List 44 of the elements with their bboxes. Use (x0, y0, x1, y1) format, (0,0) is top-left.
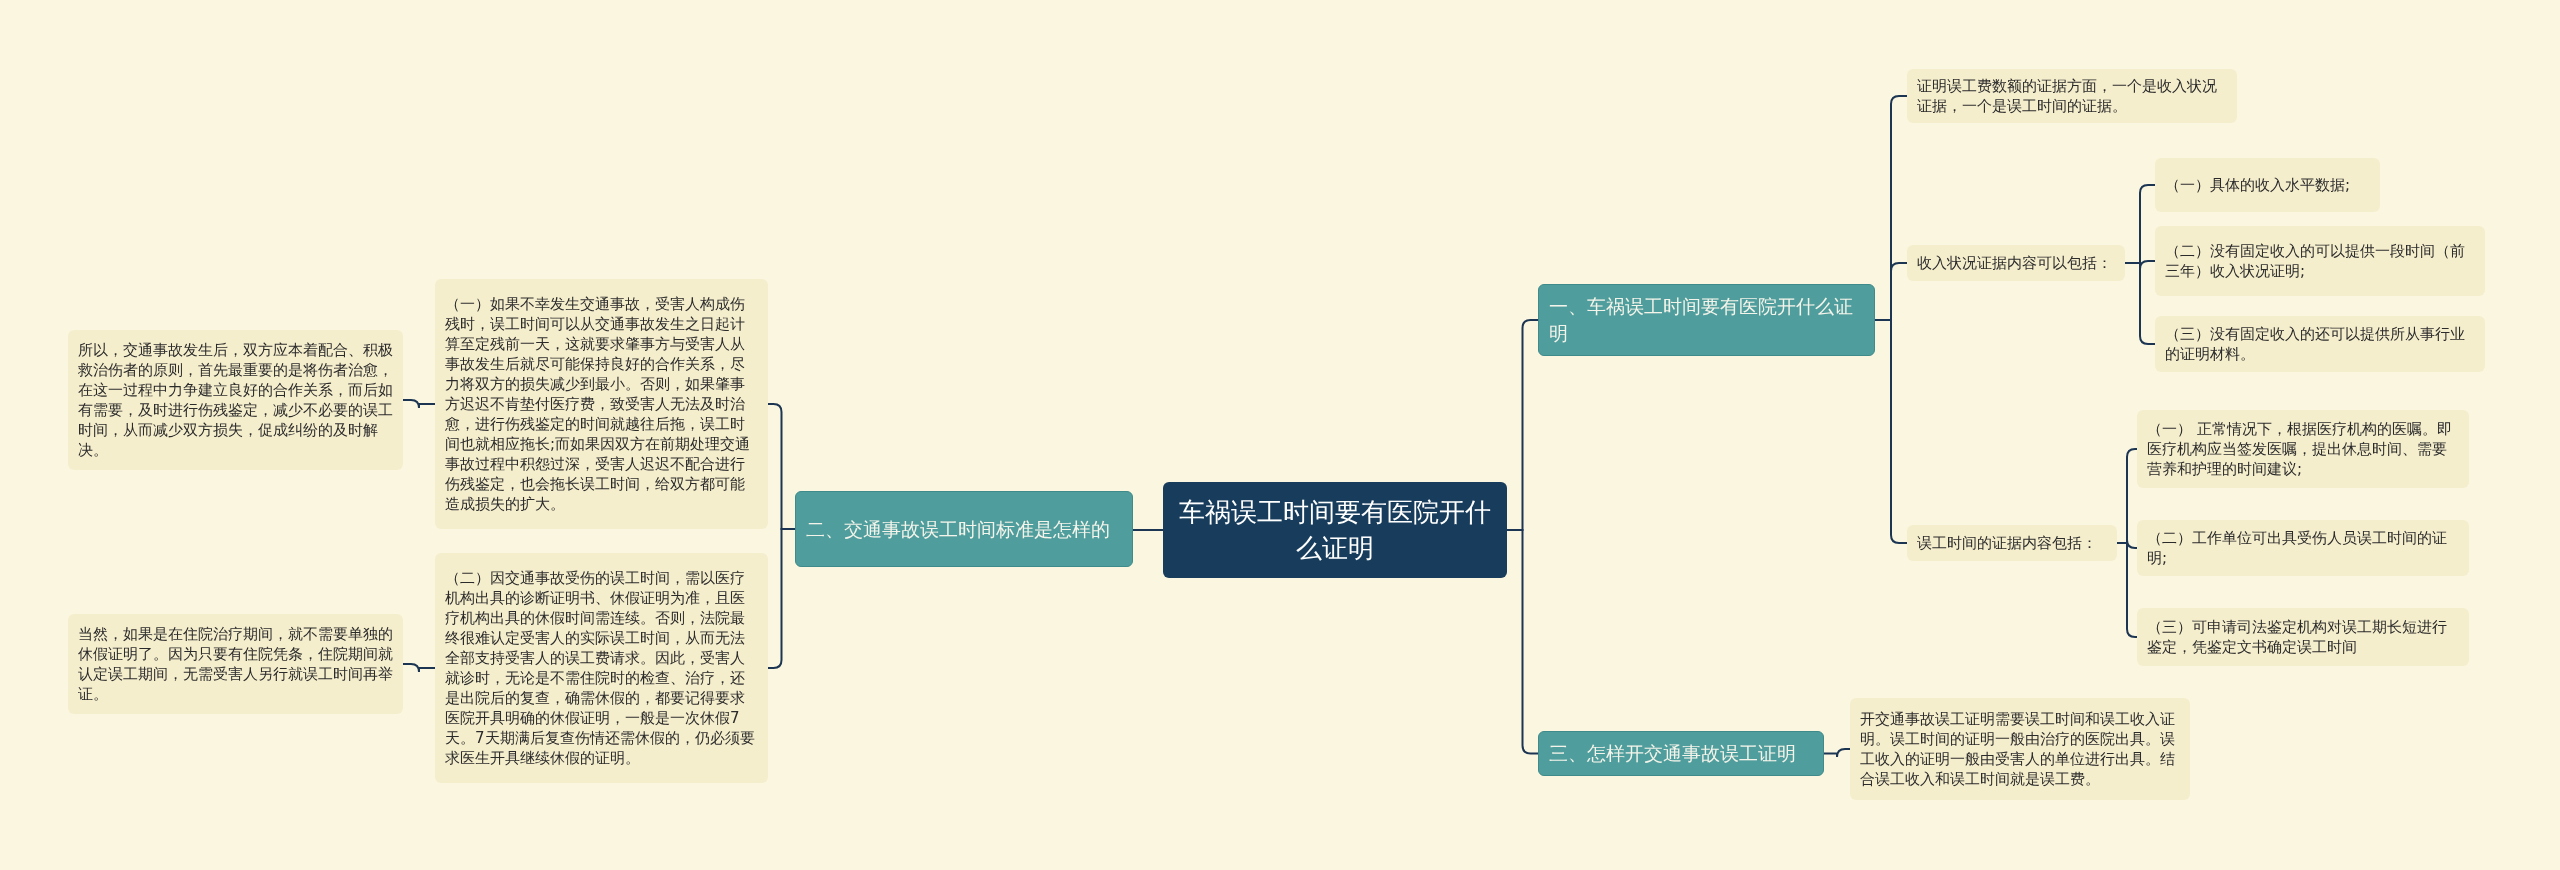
note-box (435, 279, 768, 529)
topic-text: （一） 正常情况下，根据医疗机构的医嘱。即医疗机构应当签发医嘱，提出休息时间、需要营养和护理的时间建议; (2147, 419, 2453, 479)
note-box (2155, 226, 2485, 296)
note-box (2155, 316, 2485, 372)
connector-line (1132, 529, 1164, 531)
topic-text: 一、车祸误工时间要有医院开什么证明 (1549, 294, 1854, 346)
note-box (1907, 525, 2117, 561)
connector-line (2116, 542, 2138, 638)
branch-topic-box (1538, 284, 1875, 356)
connector-line (1874, 319, 1908, 544)
topic-text: （一）如果不幸发生交通事故，受害人构成伤残时，误工时间可以从交通事故发生之日起计算至定残前一天，这就要求肇事方与受害人从事故发生后就尽可能保持良好的合作关系，尽力将双方的损失减少到最小。否则，如果肇事方迟迟不肯垫付医疗费，致受害人无法及时治愈，进行伤残鉴定的时间就越往后拖，误工时间也就相应拖长;而如果因双方在前期处理交通事故过程中积怨过深，受害人迟迟不配合进行伤残鉴定，也会拖长误工时间，给双方都可能造成损失的扩大。 (445, 294, 752, 514)
connector-line (402, 399, 436, 409)
connector-line (1506, 529, 1539, 755)
note-box (1907, 245, 2125, 281)
connector-line (402, 663, 436, 673)
note-box (2137, 520, 2469, 576)
topic-text: 误工时间的证据内容包括： (1917, 533, 2097, 553)
topic-text: （二）没有固定收入的可以提供一段时间（前三年）收入状况证明; (2165, 241, 2466, 281)
topic-text: 所以，交通事故发生后，双方应本着配合、积极救治伤者的原则，首先最重要的是将伤者治愈，在这一过程中力争建立良好的合作关系，而后如有需要，及时进行伤残鉴定，减少不必要的误工时间，从而减少双方损失，促成纠纷的及时解决。 (78, 340, 393, 460)
branch-topic-box (795, 491, 1133, 567)
topic-text: 当然，如果是在住院治疗期间，就不需要单独的休假证明了。因为只要有住院凭条，住院期间就认定误工期间，无需受害人另行就误工时间再举证。 (78, 624, 393, 704)
connector-line (2124, 262, 2156, 345)
topic-text: 开交通事故误工证明需要误工时间和误工收入证明。误工时间的证明一般由治疗的医院出具。误工收入的证明一般由受害人的单位进行出具。结合误工收入和误工时间就是误工费。 (1860, 709, 2176, 789)
topic-text: （一）具体的收入水平数据; (2165, 175, 2351, 195)
note-box (2137, 410, 2469, 488)
note-box (435, 553, 768, 783)
note-box (68, 614, 403, 714)
note-box (68, 330, 403, 470)
note-box (1907, 69, 2237, 123)
note-box (2155, 158, 2380, 212)
topic-text: 三、怎样开交通事故误工证明 (1549, 741, 1796, 766)
topic-text: （三）可申请司法鉴定机构对误工期长短进行鉴定，凭鉴定文书确定误工时间 (2147, 617, 2448, 657)
note-box (2137, 608, 2469, 666)
topic-text: 证明误工费数额的证据方面，一个是收入状况证据，一个是误工时间的证据。 (1917, 76, 2218, 116)
topic-text: （二）工作单位可出具受伤人员误工时间的证明; (2147, 528, 2448, 568)
topic-text: （二）因交通事故受伤的误工时间，需以医疗机构出具的诊断证明书、休假证明为准，且医疗机构出具的休假时间需连续。否则，法院最终很难认定受害人的实际误工时间，从而无法全部支持受害人的误工费请求。因此，受害人就诊时，无论是不需住院时的检查、治疗，还是出院后的复查，确需休假的，都要记得要求医院开具明确的休假证明，一般是一次休假7天。7天期满后复查伤情还需休假的，仍必须要求医生开具继续休假的证明。 (445, 568, 756, 768)
topic-text: （三）没有固定收入的还可以提供所从事行业的证明材料。 (2165, 324, 2466, 364)
central-topic-box (1163, 482, 1507, 578)
topic-text: 二、交通事故误工时间标准是怎样的 (806, 516, 1110, 542)
topic-text: 车祸误工时间要有医院开什么证明 (1179, 496, 1491, 565)
topic-text: 收入状况证据内容可以包括： (1917, 253, 2112, 273)
connector-line (1823, 748, 1851, 758)
note-box (1850, 698, 2190, 800)
branch-topic-box (1538, 731, 1824, 776)
